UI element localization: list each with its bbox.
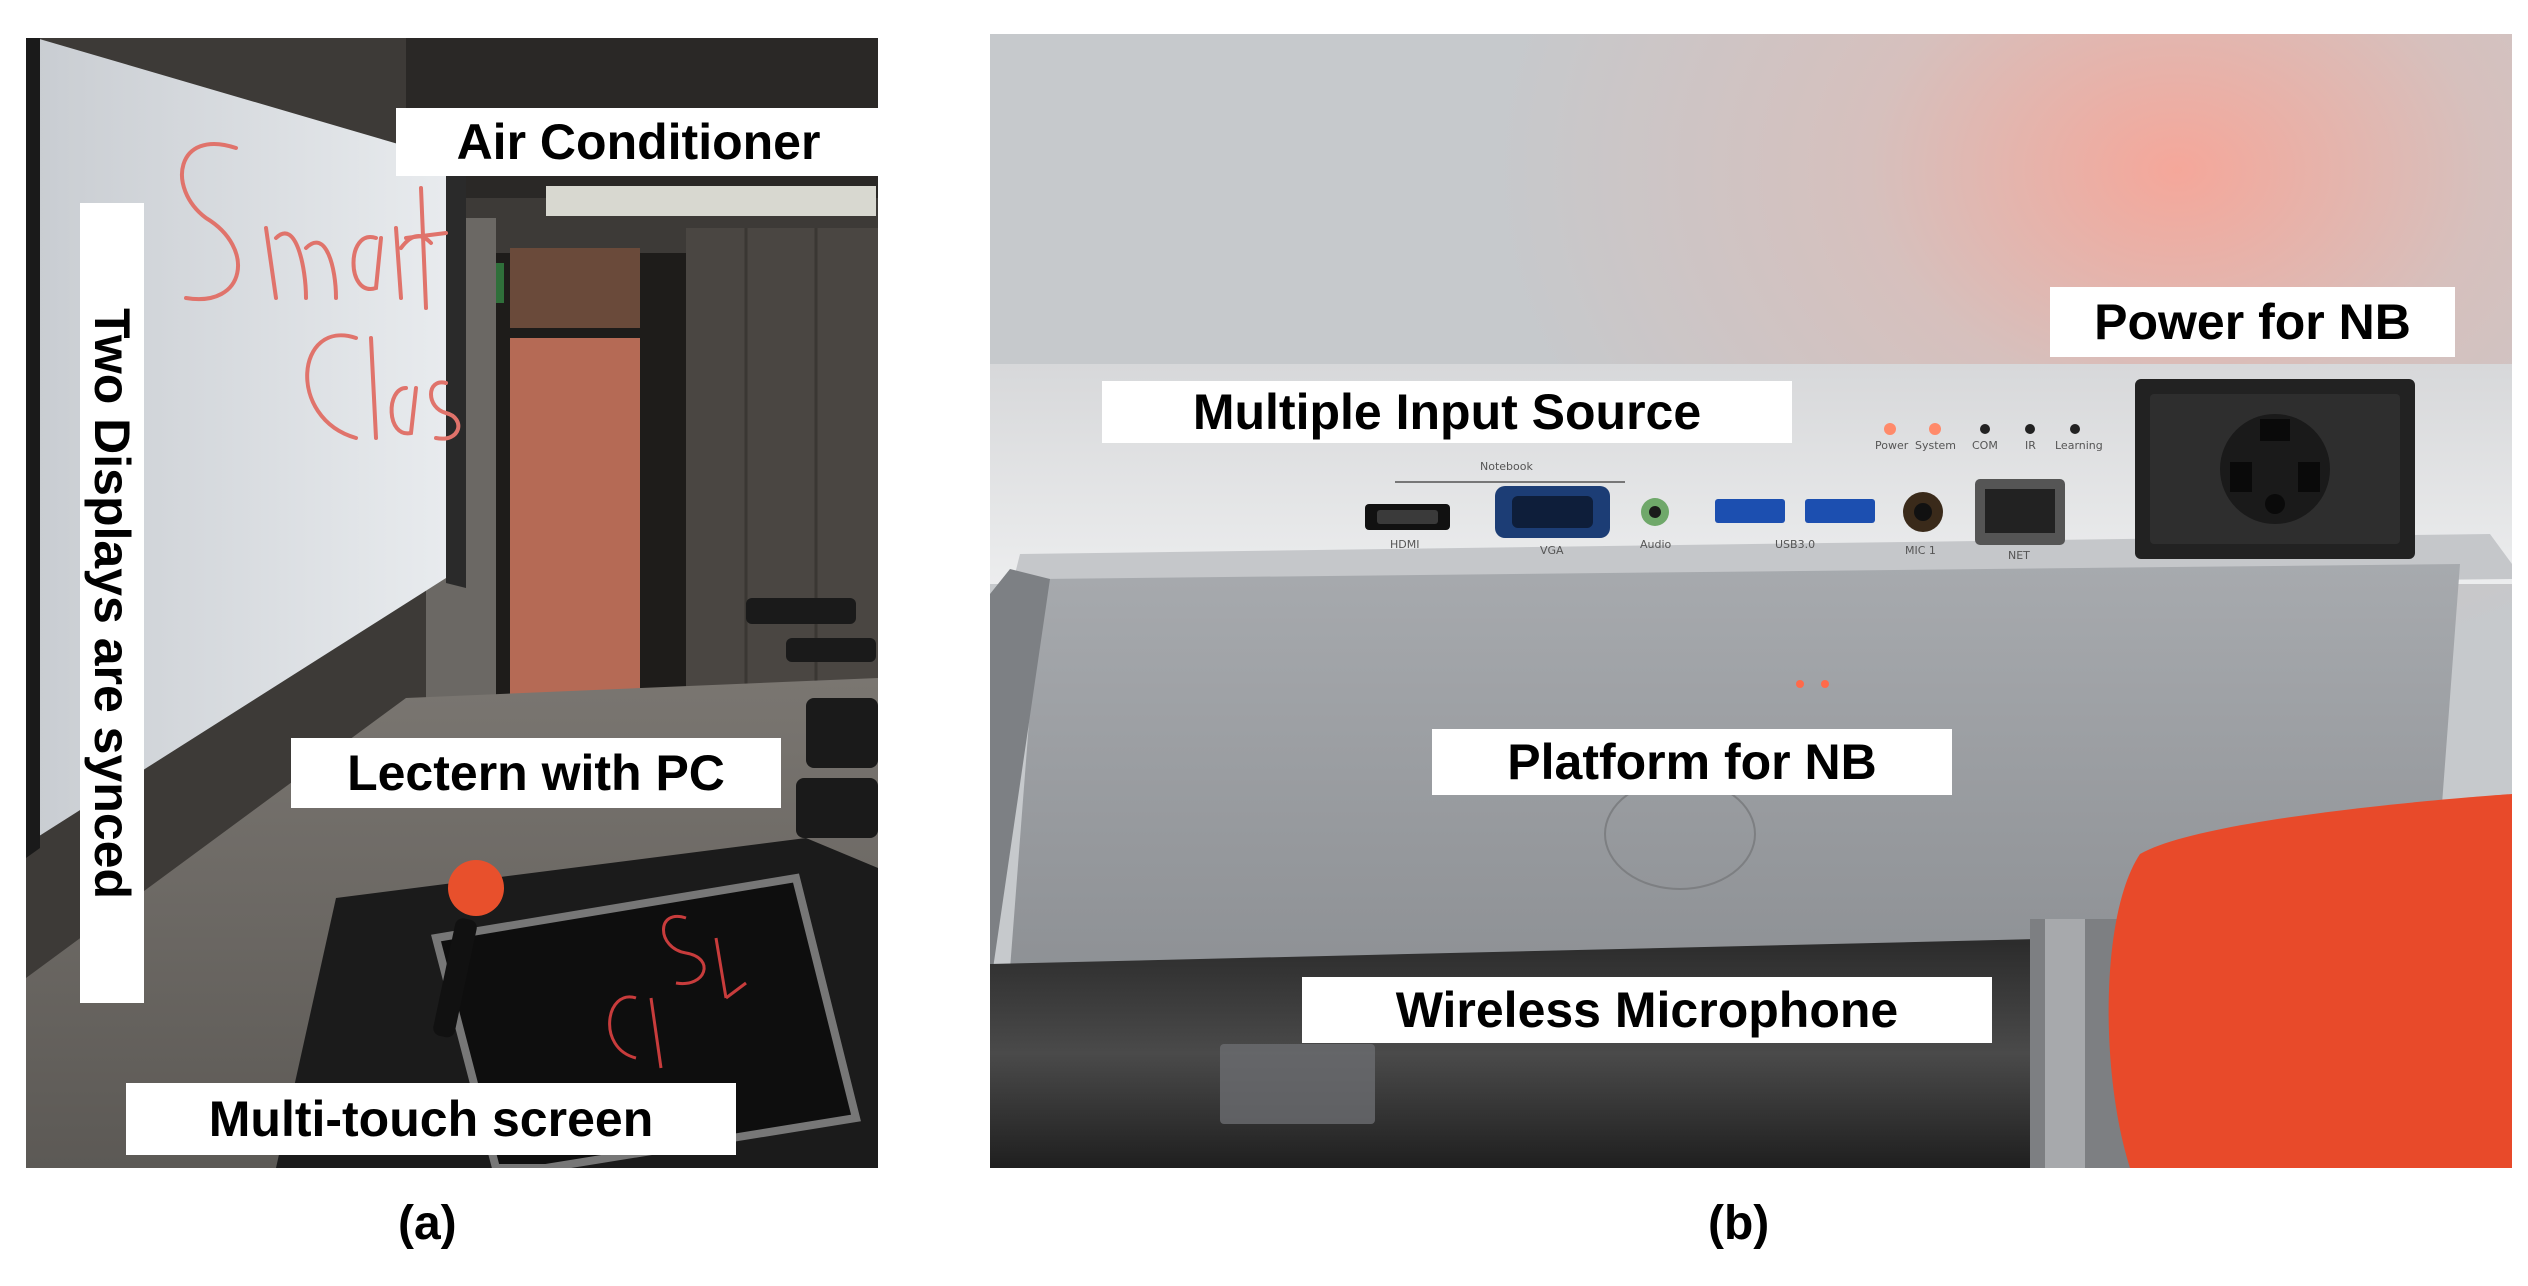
classroom-photo: Air Conditioner Two Displays are synced … bbox=[26, 38, 878, 1168]
label-multitouch: Multi-touch screen bbox=[126, 1083, 736, 1155]
label-power-for-nb: Power for NB bbox=[2050, 287, 2455, 357]
port-label-audio: Audio bbox=[1640, 538, 1672, 551]
led-label-power: Power bbox=[1875, 439, 1909, 452]
label-air-conditioner: Air Conditioner bbox=[396, 108, 878, 176]
caption-a: (a) bbox=[398, 1197, 457, 1250]
port-label-usb: USB3.0 bbox=[1775, 538, 1816, 551]
label-lectern: Lectern with PC bbox=[291, 738, 781, 808]
led-label-com: COM bbox=[1972, 439, 1998, 452]
label-multiple-input-source: Multiple Input Source bbox=[1102, 381, 1792, 443]
label-wireless-microphone: Wireless Microphone bbox=[1302, 977, 1992, 1043]
port-label-net: NET bbox=[2008, 549, 2030, 562]
caption-b: (b) bbox=[1708, 1197, 1770, 1250]
port-label-notebook: Notebook bbox=[1480, 460, 1533, 473]
led-label-learning: Learning bbox=[2055, 439, 2103, 452]
label-platform-for-nb: Platform for NB bbox=[1432, 729, 1952, 795]
lectern-closeup-photo: Notebook HDMI VGA Audio USB3.0 MIC 1 NET… bbox=[990, 34, 2512, 1168]
classroom-scene bbox=[26, 38, 878, 1168]
lectern-closeup-scene bbox=[990, 34, 2512, 1168]
led-label-system: System bbox=[1915, 439, 1957, 452]
label-two-displays: Two Displays are synced bbox=[80, 203, 144, 1003]
port-label-mic: MIC 1 bbox=[1905, 544, 1936, 557]
led-label-ir: IR bbox=[2025, 439, 2036, 452]
port-label-hdmi: HDMI bbox=[1390, 538, 1420, 551]
port-label-vga: VGA bbox=[1540, 544, 1564, 557]
